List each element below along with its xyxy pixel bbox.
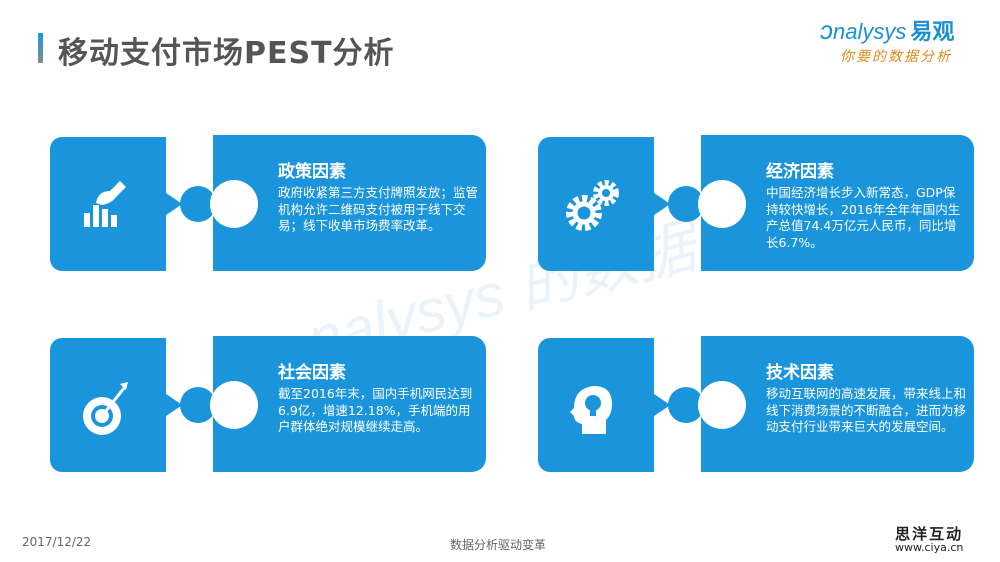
puzzle-shape — [50, 135, 486, 271]
card-economy: 经济因素 中国经济增长步入新常态，GDP保持较快增长，2016年全年年国内生产总… — [536, 135, 976, 271]
puzzle-shape — [538, 135, 974, 271]
gears-icon — [564, 177, 624, 237]
card-policy: 政策因素 政府收紧第三方支付牌照发放；监管机构允许二维码支付被用于线下交易；线下… — [48, 135, 488, 271]
card-social: 社会因素 截至2016年末，国内手机网民达到6.9亿，增速12.18%，手机端的… — [48, 336, 488, 472]
page-title: 移动支付市场PEST分析 — [58, 36, 395, 71]
ciya-brand: 思洋互动 www.ciya.cn — [895, 525, 964, 555]
target-arrow-icon — [76, 378, 136, 438]
head-lightbulb-icon — [564, 378, 624, 438]
hand-voting-bar-chart-icon — [76, 177, 136, 237]
card-technology: 技术因素 移动互联网的高速发展，带来线上和线下消费场景的不断融合，进而为移动支付… — [536, 336, 976, 472]
title-accent-bar — [38, 33, 43, 63]
footer-slogan: 数据分析驱动变革 — [450, 538, 547, 552]
footer-date: 2017/12/22 — [22, 535, 92, 549]
